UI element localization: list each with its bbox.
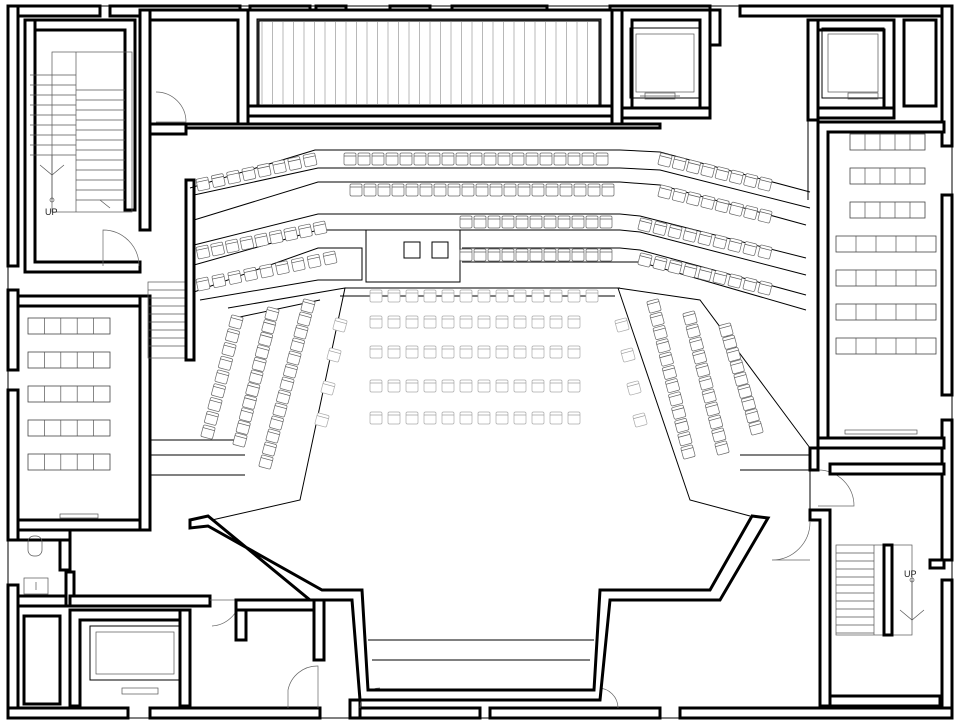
louver-strips	[261, 22, 588, 104]
elevator-right	[708, 8, 938, 122]
stair-left-balcony	[147, 178, 196, 362]
side-seats	[200, 298, 764, 470]
upper-left-room	[138, 8, 662, 232]
door-swing	[771, 521, 811, 561]
auditorium-balcony	[189, 149, 811, 311]
stair-bottom-right: UP	[771, 446, 946, 708]
desk-dividers	[855, 134, 917, 354]
door-swing	[287, 665, 319, 708]
control-room-top	[246, 8, 624, 126]
sink-icon	[23, 577, 49, 595]
stair-top-left: UP	[23, 18, 142, 274]
right-classroom	[807, 120, 946, 450]
elevator-left	[620, 8, 712, 120]
exterior-walls	[6, 4, 954, 720]
control-booth	[365, 229, 461, 283]
door-swing	[817, 469, 855, 507]
stair-up-label-right: UP	[904, 569, 917, 579]
door-swing	[155, 91, 187, 123]
door-swing	[102, 229, 140, 267]
desk-dividers	[44, 318, 94, 470]
balcony-seats	[195, 152, 773, 296]
restroom	[16, 528, 77, 608]
stair-treads	[836, 552, 874, 634]
left-classroom	[16, 294, 152, 532]
center-seats	[314, 289, 648, 428]
stair-up-label-left: UP	[45, 207, 58, 217]
stage	[188, 514, 771, 702]
auditorium-lower-house	[150, 287, 811, 521]
lower-left-rooms	[22, 594, 619, 720]
toilet-icon	[27, 535, 43, 557]
